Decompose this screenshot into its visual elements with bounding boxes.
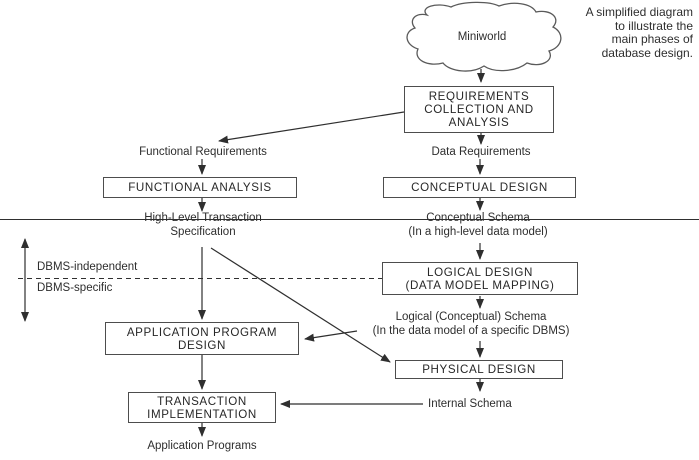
physical-design-box: PHYSICAL DESIGN	[395, 360, 563, 379]
conceptual-schema-label: Conceptual Schema (In a high-level data …	[408, 212, 548, 238]
caption-text: A simplified diagram to illustrate the m…	[585, 5, 693, 60]
functional-analysis-box: FUNCTIONAL ANALYSIS	[103, 177, 297, 198]
data-requirements-label: Data Requirements	[431, 146, 531, 158]
arrow-logical-schema-to-application-program-design	[304, 330, 358, 342]
application-programs-label: Application Programs	[147, 440, 257, 452]
functional-requirements-label: Functional Requirements	[139, 146, 267, 158]
transaction-implementation-box: TRANSACTION IMPLEMENTATION	[128, 392, 276, 423]
requirements-collection-box: REQUIREMENTS COLLECTION AND ANALYSIS	[404, 86, 554, 133]
dbms-specific-label: DBMS-specific	[37, 282, 113, 294]
high-level-transaction-specification-label: High-Level Transaction Specification	[144, 212, 262, 238]
application-program-design-box: APPLICATION PROGRAM DESIGN	[105, 322, 299, 355]
logical-schema-label: Logical (Conceptual) Schema (In the data…	[372, 311, 570, 337]
miniworld-label: Miniworld	[457, 31, 507, 43]
dbms-independent-label: DBMS-independent	[37, 261, 138, 273]
arrow-requirements-to-functional-requirements	[218, 111, 405, 144]
arrow-transaction-spec-to-physical-design	[210, 247, 391, 363]
logical-design-box: LOGICAL DESIGN (DATA MODEL MAPPING)	[382, 262, 578, 295]
miniworld-cloud-shape	[406, 1, 562, 72]
internal-schema-label: Internal Schema	[428, 398, 512, 410]
conceptual-design-box: CONCEPTUAL DESIGN	[383, 177, 576, 198]
